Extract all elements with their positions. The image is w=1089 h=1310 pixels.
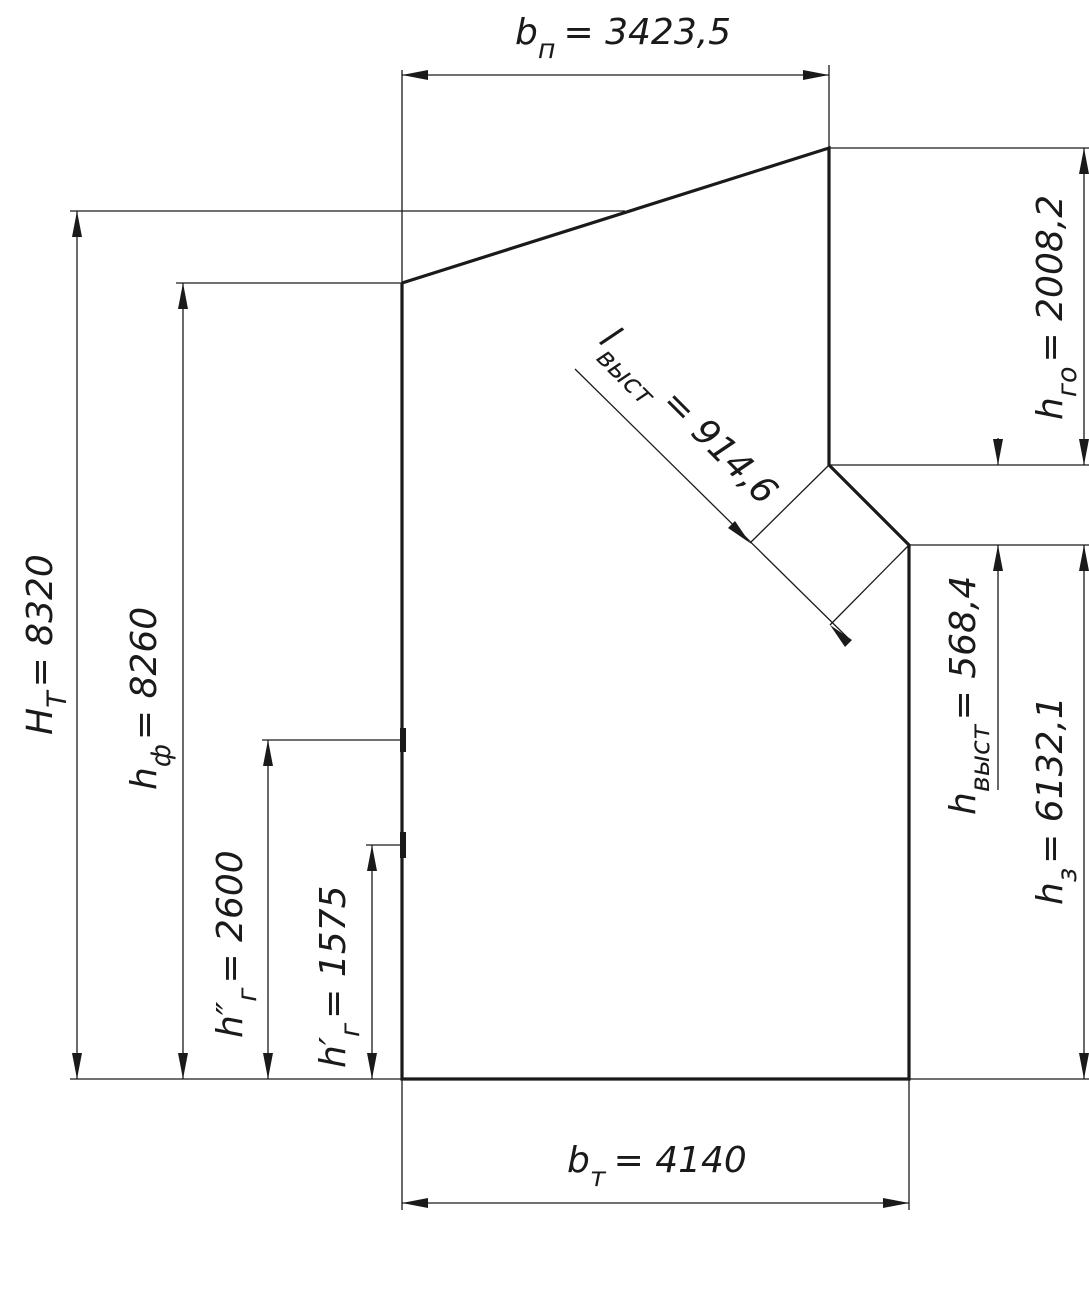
dim-H-T-symbol: H bbox=[20, 708, 61, 735]
dim-H-T-text: = 8320 bbox=[20, 554, 61, 687]
dim-h-g1-text: = 1575 bbox=[313, 886, 354, 1019]
dim-h-g1-symbol: h′ bbox=[313, 1037, 354, 1068]
dim-h-g2-sub: г bbox=[232, 987, 263, 1002]
dim-h-f-sub: ф bbox=[146, 744, 177, 767]
svg-text:hго= 2008,2: hго= 2008,2 bbox=[1030, 195, 1083, 420]
dim-h-go-text: = 2008,2 bbox=[1030, 195, 1071, 363]
svg-text:bт= 4140: bт= 4140 bbox=[567, 1140, 747, 1193]
dim-b-m-symbol: b bbox=[567, 1140, 590, 1181]
dim-h-vyst-sub: выст bbox=[965, 723, 996, 792]
dimension-b-n: bп = 3423,5 bbox=[401, 12, 830, 283]
dimension-b-m: bт= 4140 bbox=[401, 1079, 910, 1210]
dim-h-g2-symbol: h″ bbox=[210, 1001, 251, 1038]
dim-b-n-text: = 3423,5 bbox=[564, 12, 732, 53]
dim-H-T-sub: Т bbox=[42, 689, 73, 708]
dimension-h-go: hго= 2008,2 bbox=[829, 147, 1089, 466]
dim-h-z-sub: з bbox=[1052, 868, 1083, 882]
svg-text:hвыст= 568,4: hвыст= 568,4 bbox=[943, 576, 996, 815]
dim-h-vyst-symbol: h bbox=[943, 792, 984, 815]
dimension-h-z: hз= 6132,1 bbox=[909, 545, 1089, 1080]
burner-mark-upper bbox=[400, 728, 406, 752]
dim-h-z-symbol: h bbox=[1030, 882, 1071, 905]
svg-text:bп= 3423,5: bп = 3423,5 bbox=[515, 12, 731, 65]
svg-text:lвыст= 914,6: lвыст= 914,6 bbox=[583, 319, 785, 521]
dim-h-g1-sub: г bbox=[335, 1022, 366, 1037]
dim-l-vyst-text: = 914,6 bbox=[654, 381, 785, 512]
dim-b-m-sub: т bbox=[590, 1162, 607, 1193]
dimension-h-g-prime: h′г = 1575 bbox=[313, 844, 402, 1079]
furnace-outline bbox=[400, 145, 911, 1081]
dim-b-m-text: = 4140 bbox=[614, 1140, 747, 1181]
dim-b-n-symbol: b bbox=[515, 12, 538, 53]
dimension-h-g-double-prime: h″г= 2600 bbox=[210, 739, 402, 1079]
svg-text:hз= 6132,1: hз = 6132,1 bbox=[1030, 696, 1083, 905]
burner-mark-lower bbox=[400, 832, 406, 858]
dim-h-f-text: = 8260 bbox=[124, 607, 165, 740]
dimension-h-vyst: hвыст= 568,4 bbox=[909, 438, 1089, 815]
dim-b-n-sub: п bbox=[538, 34, 556, 65]
dim-h-go-symbol: h bbox=[1030, 397, 1071, 420]
svg-text:h′г= 1575: h′г = 1575 bbox=[313, 886, 366, 1068]
svg-text:HТ= 8320: HТ = 8320 bbox=[20, 554, 73, 735]
dimension-H-T: HТ = 8320 bbox=[20, 210, 625, 1080]
dim-h-z-text: = 6132,1 bbox=[1030, 696, 1071, 864]
dim-h-vyst-text: = 568,4 bbox=[943, 576, 984, 721]
svg-text:h″г= 2600: h″г = 2600 bbox=[210, 850, 263, 1038]
dim-l-vyst-sub: выст bbox=[590, 342, 661, 413]
svg-text:hф= 8260: hф = 8260 bbox=[124, 607, 177, 790]
dim-h-f-symbol: h bbox=[124, 767, 165, 790]
dimension-h-f: hф = 8260 bbox=[124, 282, 402, 1079]
dimension-l-vyst: lвыст= 914,6 bbox=[574, 319, 910, 647]
dim-h-go-sub: го bbox=[1052, 366, 1083, 397]
dim-h-g2-text: = 2600 bbox=[210, 850, 251, 983]
